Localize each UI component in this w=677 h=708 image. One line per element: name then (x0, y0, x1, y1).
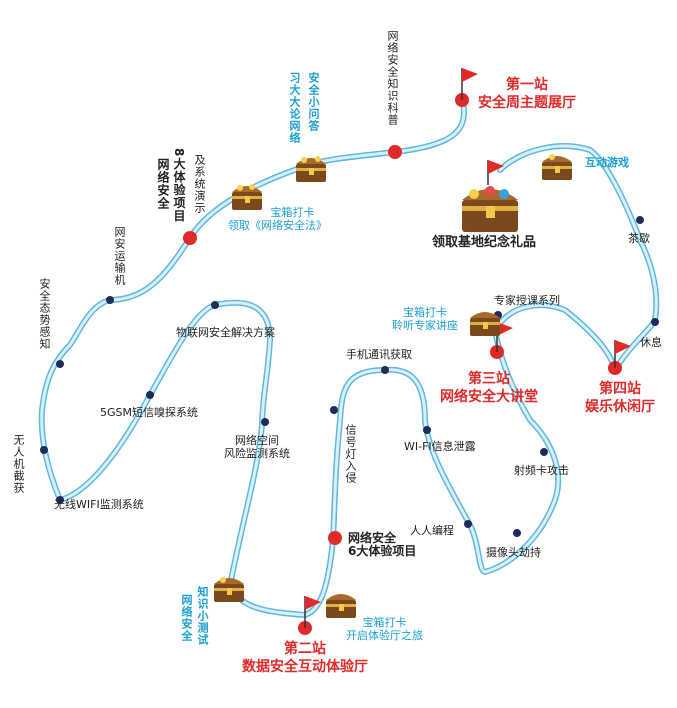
flag-icon-s1 (461, 68, 478, 100)
station-3-name: 第三站 (468, 371, 510, 387)
chest-expert-sub: 聆听专家讲座 (392, 319, 458, 332)
label-eight-a: 8大体验项目 (172, 148, 186, 223)
dot-camera (513, 529, 521, 537)
label-rfid: 射频卡攻击 (514, 464, 569, 477)
dot-rest (651, 318, 659, 326)
chest-expert-title: 宝箱打卡 (403, 306, 447, 319)
label-transport: 网安运输机 (113, 226, 126, 286)
label-tea: 茶歇 (628, 232, 650, 245)
dot-human (464, 520, 472, 528)
chest-icon-expert (470, 312, 500, 336)
chest-game-label: 互动游戏 (585, 156, 629, 169)
station-1-title: 安全周主题展厅 (478, 95, 576, 111)
flag-icon-s4 (614, 340, 631, 368)
station-4-name: 第四站 (599, 381, 641, 397)
chest-icon-gift (462, 186, 518, 232)
label-iot: 物联网安全解决方案 (176, 326, 275, 339)
label-expert-series: 专家授课系列 (494, 294, 560, 307)
gift-label: 领取基地纪念礼品 (432, 235, 537, 250)
label-space-risk: 网络空间 风险监测系统 (224, 434, 290, 460)
flag-icon-gift (487, 160, 504, 185)
chest-icon-trip (326, 594, 356, 618)
label-space-risk-1: 网络空间 (235, 434, 279, 447)
label-eight-b: 网络安全 (156, 158, 170, 210)
chest-talk-label: 习大大论网络 (288, 72, 301, 144)
dot-phone (381, 366, 389, 374)
station-4-title: 娱乐休闲厅 (585, 399, 655, 415)
dot-situation (56, 360, 64, 368)
station-2: 第二站 数据安全互动体验厅 (242, 640, 368, 676)
chest-icon-law (232, 184, 262, 210)
chest-trip-sub: 开启体验厅之旅 (346, 629, 423, 642)
label-know: 网络安全知识科普 (386, 30, 399, 126)
marker-know (388, 145, 402, 159)
label-rest: 休息 (640, 336, 662, 349)
station-3-title: 网络安全大讲堂 (440, 389, 538, 405)
label-gsm: 5GSM短信嗅探系统 (100, 406, 198, 419)
label-demo: 及系统演示 (193, 154, 206, 214)
station-2-title: 数据安全互动体验厅 (242, 659, 368, 675)
marker-eight (183, 231, 197, 245)
dot-rfid (540, 448, 548, 456)
label-six-a: 网络安全 (348, 531, 397, 545)
chest-expert-label: 宝箱打卡 聆听专家讲座 (392, 306, 458, 332)
label-situation: 安全态势感知 (38, 278, 51, 350)
dot-iot (211, 301, 219, 309)
station-3: 第三站 网络安全大讲堂 (440, 370, 538, 406)
dot-drone (40, 446, 48, 454)
station-1-name: 第一站 (506, 77, 548, 93)
station-1: 第一站 安全周主题展厅 (478, 76, 576, 112)
dot-wifi-monitor (56, 496, 64, 504)
label-six: 网络安全 6大体验项目 (348, 532, 416, 558)
chest-icon-game (542, 154, 572, 180)
label-signal: 信号灯入侵 (344, 424, 357, 484)
chest-quiz-label-1: 知识小测试 (196, 586, 209, 646)
dot-signal (330, 406, 338, 414)
station-2-name: 第二站 (284, 641, 326, 657)
label-wifi-monitor: 无线WIFI监测系统 (54, 498, 144, 511)
chest-trip-label: 宝箱打卡 开启体验厅之旅 (346, 616, 423, 642)
chest-law-title: 宝箱打卡 (270, 206, 315, 219)
dot-tea (636, 216, 644, 224)
chest-icon-qa (296, 156, 326, 182)
label-six-b: 6大体验项目 (348, 544, 417, 558)
label-wifi-leak: WI-FI信息泄露 (404, 440, 476, 453)
flag-icon-s2 (304, 596, 321, 628)
chest-qa-label: 安全小问答 (307, 72, 320, 132)
chest-law-label: 宝箱打卡 领取《网络安全法》 (228, 206, 327, 232)
label-camera: 摄像头劫持 (486, 546, 541, 559)
dot-gsm (146, 391, 154, 399)
label-phone: 手机通讯获取 (346, 348, 412, 361)
label-human: 人人编程 (410, 524, 454, 537)
label-drone: 无人机截获 (12, 434, 25, 494)
label-space-risk-2: 风险监测系统 (224, 447, 290, 460)
chest-law-sub: 领取《网络安全法》 (228, 219, 327, 232)
chest-quiz-label-2: 网络安全 (180, 594, 193, 642)
chest-trip-title: 宝箱打卡 (362, 616, 407, 629)
dot-transport (106, 296, 114, 304)
dot-wifi-leak (423, 426, 431, 434)
chest-icon-quiz (214, 577, 244, 602)
marker-six (328, 531, 342, 545)
dot-space-risk (261, 418, 269, 426)
station-4: 第四站 娱乐休闲厅 (585, 380, 655, 416)
